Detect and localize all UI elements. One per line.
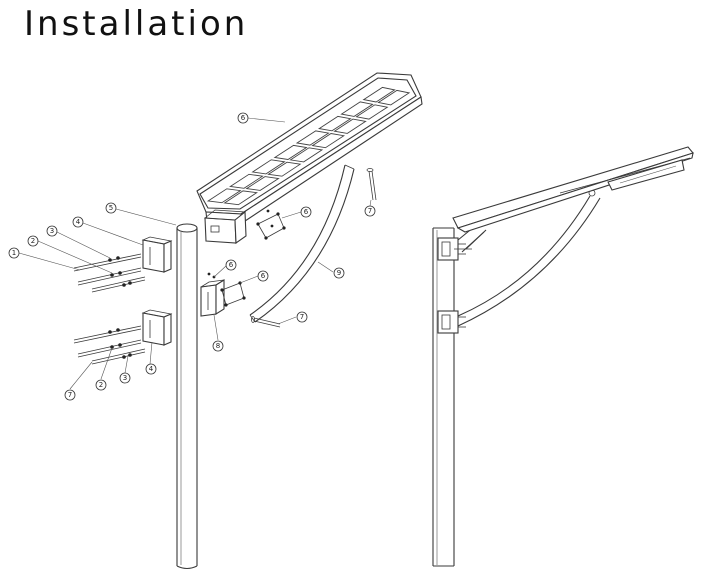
- pole: [176, 223, 198, 570]
- solar-cell: [223, 190, 258, 206]
- callout-label: 4: [149, 365, 154, 373]
- assembled-upper-clamp: [437, 237, 472, 261]
- callout-label: 3: [123, 374, 127, 382]
- solar-cell: [333, 118, 367, 134]
- solar-cell: [311, 133, 346, 149]
- callout-label: 7: [368, 207, 372, 215]
- solar-cell: [289, 147, 324, 163]
- callout-label: 6: [304, 208, 309, 216]
- solar-cell: [206, 188, 242, 204]
- solar-cell: [245, 176, 280, 191]
- solar-cell: [295, 130, 330, 146]
- solar-cell: [362, 86, 396, 103]
- callout-label: 6: [241, 114, 246, 122]
- solar-cell: [267, 161, 302, 177]
- callout-9: 9: [333, 267, 345, 279]
- callout-8: 8: [212, 340, 224, 352]
- callout-6c: 6: [225, 259, 237, 271]
- callout-7b: 7: [296, 311, 308, 323]
- solar-cell: [251, 159, 286, 175]
- page-title: Installation: [24, 4, 249, 44]
- callout-label: 2: [99, 381, 103, 389]
- upper-bolt-set: [73, 253, 146, 293]
- callout-label: 3: [50, 227, 54, 235]
- callout-5: 5: [105, 202, 117, 214]
- callout-label: 7: [300, 313, 304, 321]
- lower-pole-clamp: [141, 309, 173, 346]
- callout-3b: 3: [119, 372, 131, 384]
- callout-label: 2: [31, 237, 35, 245]
- solar-cell: [273, 144, 308, 160]
- callout-2a: 2: [27, 235, 39, 247]
- callout-label: 8: [216, 342, 220, 350]
- solar-cell: [377, 89, 411, 106]
- callout-label: 9: [337, 269, 341, 277]
- callout-7c: 7: [64, 389, 76, 401]
- solar-cells: [206, 86, 411, 206]
- callout-label: 7: [68, 391, 72, 399]
- assembled-view: [432, 146, 694, 567]
- arm-bracket: [200, 279, 225, 317]
- callout-6b: 6: [300, 206, 312, 218]
- callout-label: 6: [229, 261, 234, 269]
- solar-cell: [355, 104, 389, 120]
- callout-6d: 6: [257, 270, 269, 282]
- callout-6a: 6: [237, 112, 249, 124]
- callout-4b: 4: [145, 363, 157, 375]
- assembled-pole: [432, 227, 455, 567]
- lower-bolt-set: [73, 325, 146, 365]
- callout-4a: 4: [72, 216, 84, 228]
- callout-label: 6: [261, 272, 266, 280]
- solar-cell: [340, 101, 374, 117]
- solar-cell: [317, 115, 352, 132]
- callout-2b: 2: [95, 379, 107, 391]
- assembled-lower-clamp: [437, 310, 466, 334]
- callout-label: 1: [12, 249, 16, 257]
- callout-3a: 3: [46, 225, 58, 237]
- upper-pole-clamp: [141, 236, 173, 273]
- screw-top: [366, 168, 377, 201]
- leader-lines: [18, 117, 372, 390]
- callout-7a: 7: [364, 205, 376, 217]
- screw-bottom: [251, 316, 281, 328]
- solar-cell: [229, 173, 264, 189]
- bolt-set-lamp: [256, 209, 286, 240]
- callout-label: 5: [109, 204, 113, 212]
- callout-1: 1: [8, 247, 20, 259]
- solar-panel-lamp: [196, 72, 423, 224]
- lamp-mount-bracket: [203, 209, 247, 245]
- callout-label: 4: [76, 218, 81, 226]
- assembled-solar-lamp: [452, 146, 694, 233]
